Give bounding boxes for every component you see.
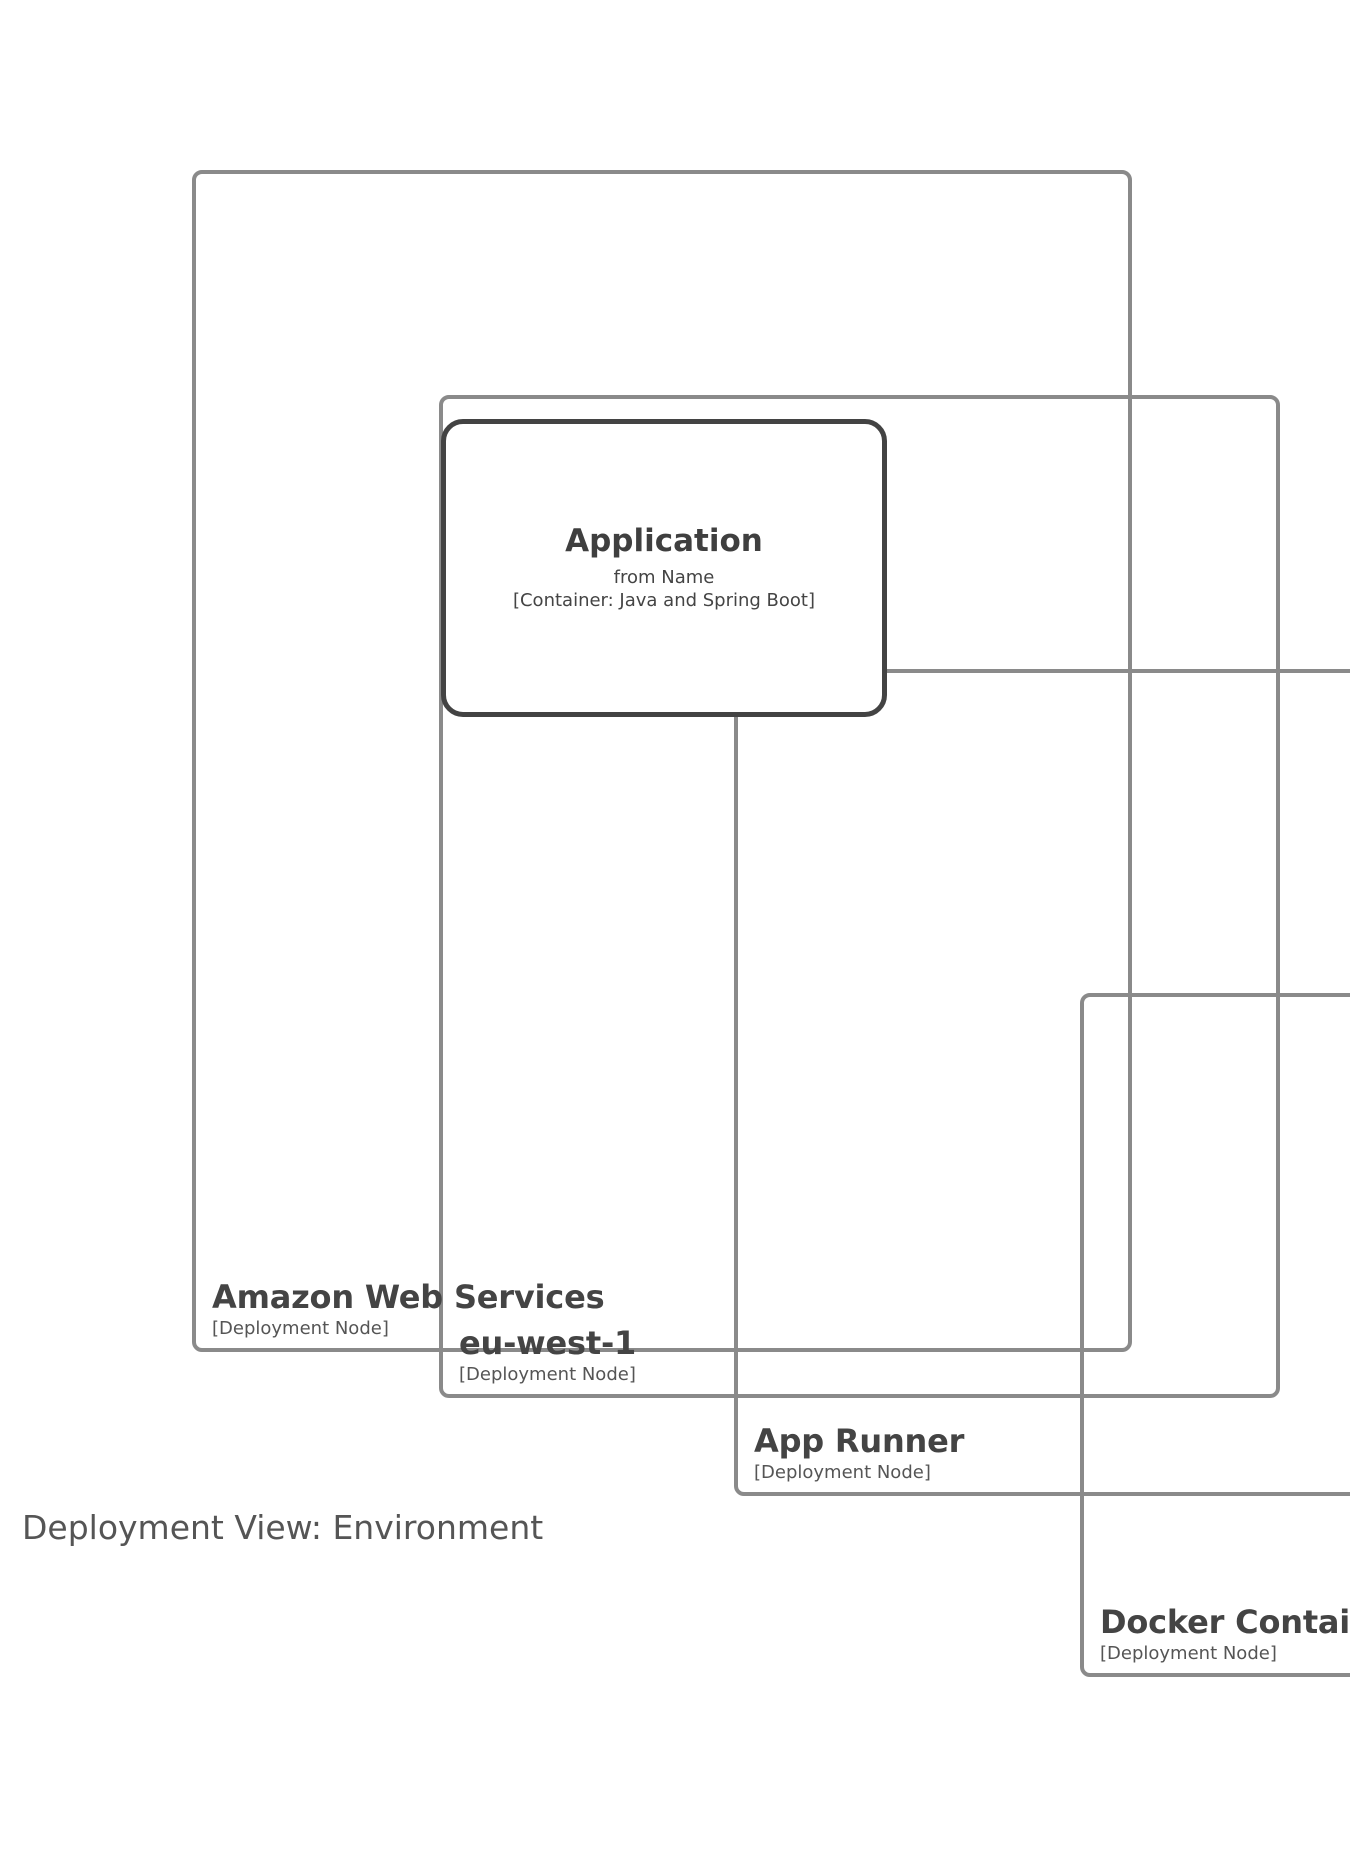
node-label-app-runner: App Runner [Deployment Node] <box>754 1424 964 1482</box>
node-title-app-runner: App Runner <box>754 1422 965 1461</box>
node-label-eu-west-1: eu-west-1 [Deployment Node] <box>459 1326 636 1384</box>
deployment-diagram-canvas: Java Virtual Machine [Deployment Node: E… <box>22 170 1350 1677</box>
deployment-node-amazon-web-services[interactable]: Java Virtual Machine [Deployment Node: E… <box>192 170 1350 1677</box>
node-subtitle-amazon-web-services: [Deployment Node] <box>212 1317 389 1339</box>
node-title-amazon-web-services: Amazon Web Services <box>212 1278 605 1317</box>
node-subtitle-app-runner: [Deployment Node] <box>754 1461 931 1483</box>
node-label-docker-container: Docker Container [Deployment Node] <box>1100 1605 1350 1663</box>
node-subtitle-eu-west-1: [Deployment Node] <box>459 1363 636 1385</box>
node-title-eu-west-1: eu-west-1 <box>459 1324 637 1363</box>
node-label-amazon-web-services: Amazon Web Services [Deployment Node] <box>212 1278 605 1339</box>
node-title-docker-container: Docker Container <box>1100 1603 1350 1642</box>
deployment-node-docker-container[interactable]: Java Virtual Machine [Deployment Node: E… <box>1080 993 1350 1677</box>
diagram-caption: Deployment View: Environment <box>22 1508 544 1547</box>
container-name-application: Application <box>565 522 763 559</box>
container-from-application: from Name <box>613 567 715 589</box>
container-element-application[interactable]: Application from Name [Container: Java a… <box>441 419 887 717</box>
node-subtitle-docker-container: [Deployment Node] <box>1100 1642 1277 1664</box>
deployment-node-app-runner[interactable]: Java Virtual Machine [Deployment Node: E… <box>734 669 1350 1677</box>
container-technology-application: [Container: Java and Spring Boot] <box>512 589 816 611</box>
